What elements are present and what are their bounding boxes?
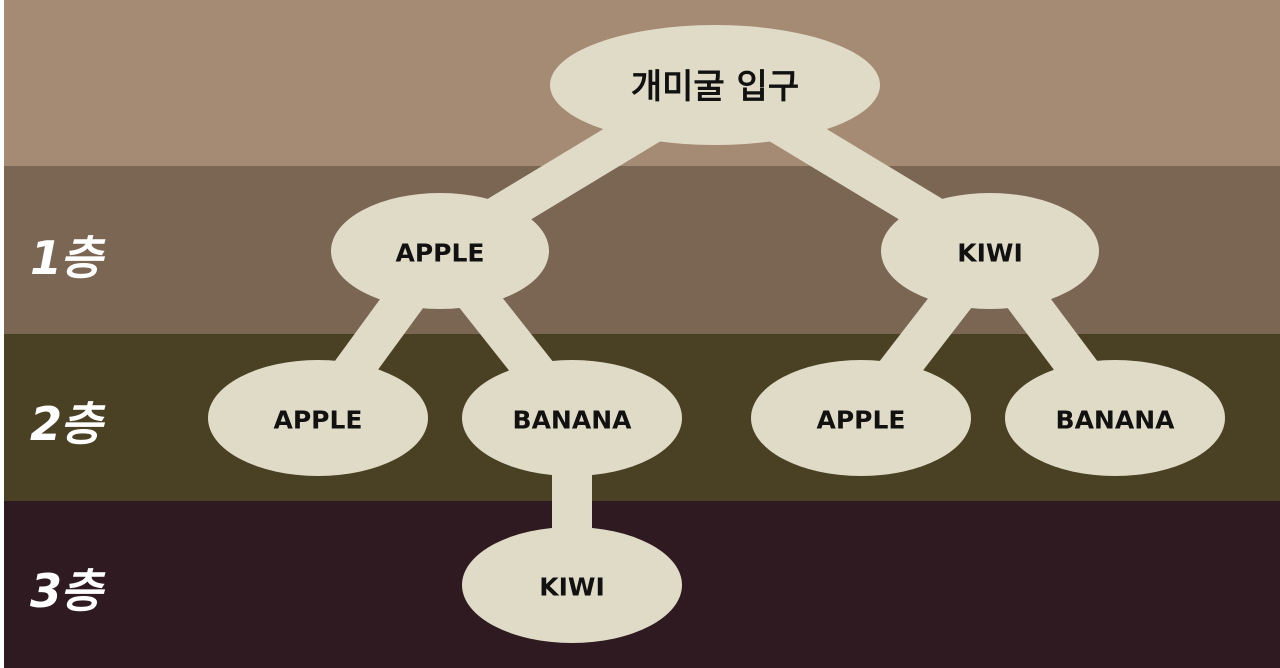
nodes-layer: 개미굴 입구 APPLE KIWI APPLE BANANA APPLE BANANA KIW… (208, 25, 1225, 643)
node-label-apple-2a: APPLE (273, 406, 362, 435)
node-label-apple-1: APPLE (395, 239, 484, 268)
node-ellipse-apple-2b (751, 360, 971, 476)
node-ellipse-apple-2a (208, 360, 428, 476)
node-banana-2b: BANANA (1005, 360, 1225, 476)
level-label-3: 3층 (30, 564, 102, 618)
node-banana-2a: BANANA (462, 360, 682, 476)
node-ellipse-banana-2a (462, 360, 682, 476)
node-ellipse-banana-2b (1005, 360, 1225, 476)
node-label-kiwi-3: KIWI (539, 573, 605, 602)
node-ellipse-root (550, 25, 880, 145)
node-ellipse-kiwi-3 (462, 527, 682, 643)
node-apple-2a: APPLE (208, 360, 428, 476)
edges-layer (301, 67, 1132, 585)
node-kiwi-3: KIWI (462, 527, 682, 643)
node-ellipse-apple-1 (331, 193, 549, 309)
level-label-1: 1층 (30, 231, 102, 285)
node-label-kiwi-1: KIWI (957, 239, 1023, 268)
node-kiwi-1: KIWI (881, 193, 1099, 309)
node-apple-1: APPLE (331, 193, 549, 309)
node-ellipse-kiwi-1 (881, 193, 1099, 309)
node-label-banana-2a: BANANA (513, 406, 633, 435)
node-label-root: 개미굴 입구 (631, 67, 799, 107)
node-label-banana-2b: BANANA (1056, 406, 1176, 435)
level-label-2: 2층 (30, 397, 102, 451)
node-apple-2b: APPLE (751, 360, 971, 476)
node-label-apple-2b: APPLE (816, 406, 905, 435)
node-root: 개미굴 입구 (550, 25, 880, 145)
